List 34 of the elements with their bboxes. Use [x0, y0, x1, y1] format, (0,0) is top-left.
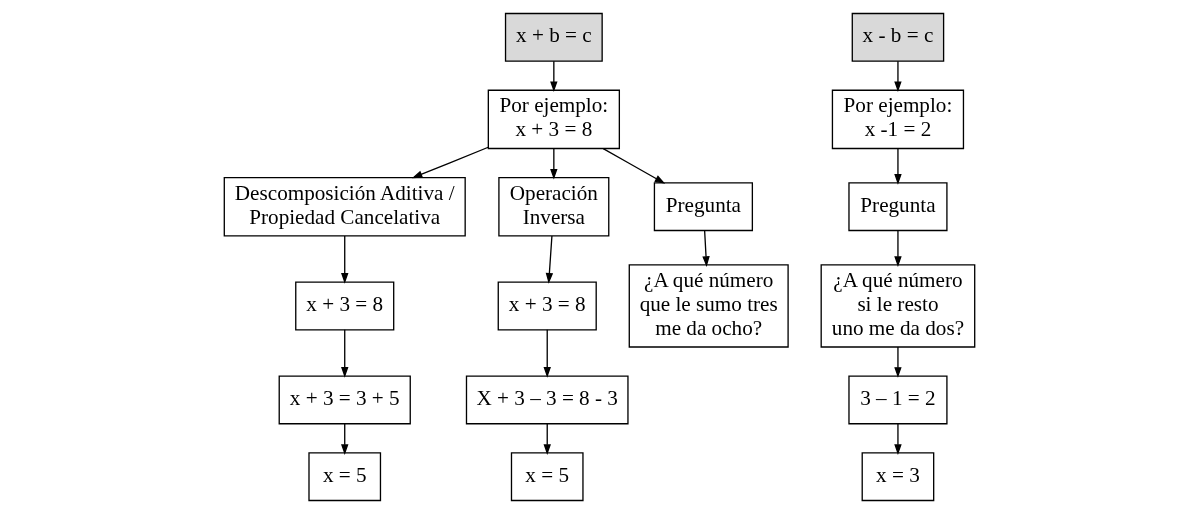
arrow — [549, 60, 558, 93]
node-box: Por ejemplo: x + 3 = 8 — [487, 89, 620, 150]
arrow — [893, 230, 902, 267]
node-box: x - b = c — [851, 12, 944, 62]
node-box: x = 3 — [861, 452, 934, 502]
node-box: x = 5 — [510, 452, 584, 502]
node-box: x = 5 — [307, 452, 381, 502]
arrow — [602, 148, 665, 184]
node-box: x + 3 = 3 + 5 — [278, 375, 411, 425]
node-box: x + 3 = 8 — [497, 281, 597, 331]
arrow — [893, 60, 902, 93]
node-box: X + 3 – 3 = 8 - 3 — [465, 375, 629, 425]
arrow — [701, 230, 710, 267]
arrow — [893, 148, 902, 185]
arrow — [340, 235, 348, 284]
arrow — [543, 423, 551, 455]
arrow — [549, 148, 558, 180]
arrow — [340, 329, 348, 378]
node-box: Operación Inversa — [497, 176, 609, 237]
arrow — [340, 423, 348, 455]
node-box: Pregunta — [847, 182, 948, 232]
node-box: x + b = c — [504, 12, 603, 62]
node-box: ¿A qué número que le sumo tres me da ocho? — [628, 264, 789, 348]
node-box: x + 3 = 8 — [294, 281, 394, 331]
node-box: Pregunta — [653, 182, 753, 232]
node-box: 3 – 1 = 2 — [847, 375, 948, 425]
node-box: Por ejemplo: x -1 = 2 — [831, 89, 964, 150]
arrow — [893, 423, 902, 455]
arrow — [545, 235, 553, 284]
arrow — [893, 346, 902, 378]
arrow — [543, 329, 551, 378]
node-box: Descomposición Aditiva / Propiedad Cancelativa — [223, 176, 466, 237]
arrow — [411, 146, 489, 179]
node-box: ¿A qué número si le resto uno me da dos? — [820, 264, 975, 348]
